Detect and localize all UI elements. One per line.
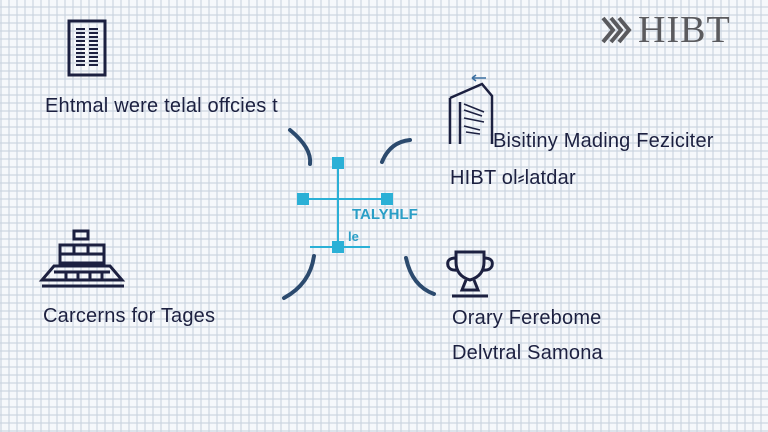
- node-right: [381, 193, 393, 205]
- curve-top-left: [288, 128, 313, 166]
- curve-top-right: [380, 138, 412, 164]
- logo: HIBT: [600, 8, 731, 52]
- trophy-icon: [446, 250, 494, 298]
- node-bottom: [332, 241, 344, 253]
- section-1-label: Ehtmal were telal offcies t: [45, 95, 278, 117]
- curve-bottom-left: [282, 254, 316, 300]
- section-4-label: Orary Ferebome: [452, 307, 602, 329]
- section-4-sublabel: Delvtral Samona: [452, 342, 603, 364]
- ship-icon: [38, 229, 126, 288]
- building-icon: [448, 74, 494, 144]
- diagram-sublabel: le: [348, 229, 359, 244]
- barcode-document-icon: [67, 19, 107, 77]
- curve-bottom-right: [404, 256, 436, 296]
- node-left: [297, 193, 309, 205]
- section-3-label: Carcerns for Tages: [43, 305, 216, 327]
- network-diagram: [282, 128, 436, 300]
- section-2-label: Bisitiny Mading Feziciter: [493, 130, 714, 152]
- section-2-sublabel: HIBT ol⸗latdar: [450, 167, 576, 189]
- node-top: [332, 157, 344, 169]
- diagram-label: TALYHLF: [352, 206, 418, 223]
- logo-text: HIBT: [638, 9, 731, 51]
- curve-connectors: [282, 128, 436, 300]
- chevron-stack-icon: [601, 16, 632, 44]
